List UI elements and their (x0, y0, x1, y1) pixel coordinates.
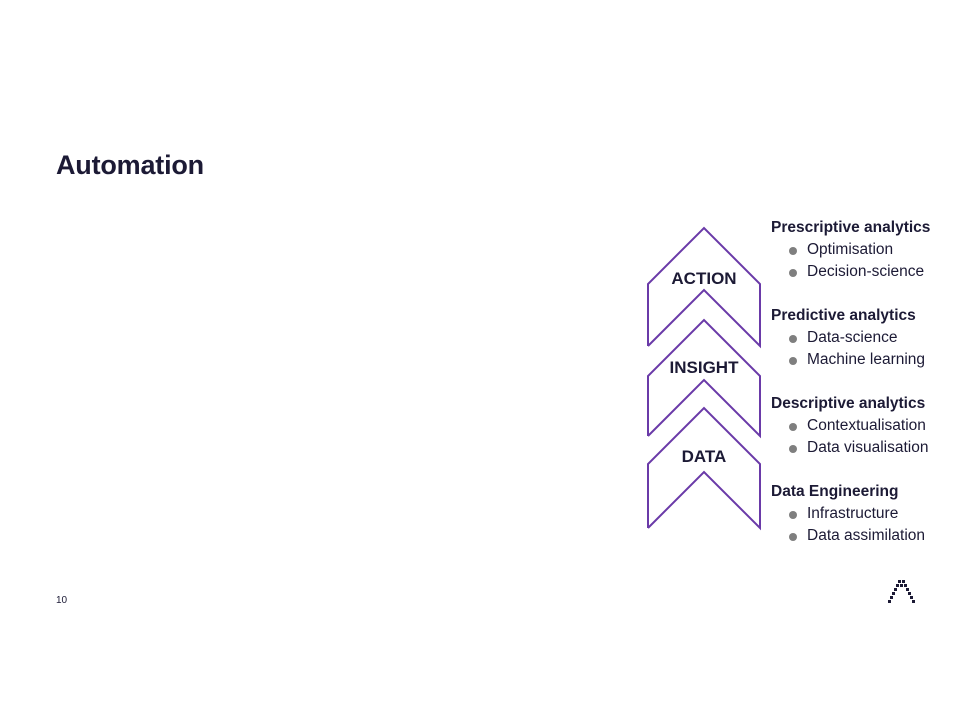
chevron-action-label: ACTION (671, 269, 736, 288)
list-item: Optimisation (771, 239, 956, 261)
analytics-group-engineering: Data Engineering Infrastructure Data ass… (771, 481, 956, 547)
bullet-list: Infrastructure Data assimilation (771, 503, 956, 547)
page-number: 10 (56, 595, 68, 606)
bullet-dot-icon (789, 444, 797, 453)
slide-title: Automation (56, 150, 204, 180)
chevron-data-label: DATA (682, 447, 727, 466)
list-item: Data-science (771, 327, 956, 349)
group-heading: Predictive analytics (771, 307, 916, 324)
list-item-label: Contextualisation (807, 417, 926, 434)
list-item-label: Optimisation (807, 241, 894, 258)
analytics-group-descriptive: Descriptive analytics Contextualisation … (771, 393, 956, 459)
analytics-list: Prescriptive analytics Optimisation Deci… (771, 217, 956, 569)
list-item-label: Decision-science (807, 263, 925, 280)
list-item-label: Infrastructure (807, 505, 899, 522)
analytics-group-prescriptive: Prescriptive analytics Optimisation Deci… (771, 217, 956, 283)
analytics-group-predictive: Predictive analytics Data-science Machin… (771, 305, 956, 371)
list-item-label: Machine learning (807, 351, 926, 368)
chevron-insight-label: INSIGHT (670, 358, 740, 377)
list-item: Data assimilation (771, 525, 956, 547)
chevron-insight-shape (647, 318, 761, 439)
chevron-dots-logo-icon (888, 580, 915, 603)
list-item-label: Data-science (807, 329, 898, 346)
bullet-dot-icon (789, 510, 797, 519)
group-heading: Descriptive analytics (771, 395, 926, 412)
bullet-list: Data-science Machine learning (771, 327, 956, 371)
bullet-list: Optimisation Decision-science (771, 239, 956, 283)
list-item: Data visualisation (771, 437, 956, 459)
bullet-list: Contextualisation Data visualisation (771, 415, 956, 459)
bullet-dot-icon (789, 334, 797, 343)
chevron-action-shape (647, 226, 761, 349)
chevron-data-shape (647, 406, 761, 531)
group-heading: Prescriptive analytics (771, 219, 931, 236)
bullet-dot-icon (789, 246, 797, 255)
bullet-dot-icon (789, 422, 797, 431)
list-item: Infrastructure (771, 503, 956, 525)
list-item: Machine learning (771, 349, 956, 371)
list-item: Contextualisation (771, 415, 956, 437)
bullet-dot-icon (789, 532, 797, 541)
bullet-dot-icon (789, 356, 797, 365)
bullet-dot-icon (789, 268, 797, 277)
group-heading: Data Engineering (771, 483, 899, 500)
list-item: Decision-science (771, 261, 956, 283)
list-item-label: Data visualisation (807, 439, 929, 456)
list-item-label: Data assimilation (807, 527, 926, 544)
